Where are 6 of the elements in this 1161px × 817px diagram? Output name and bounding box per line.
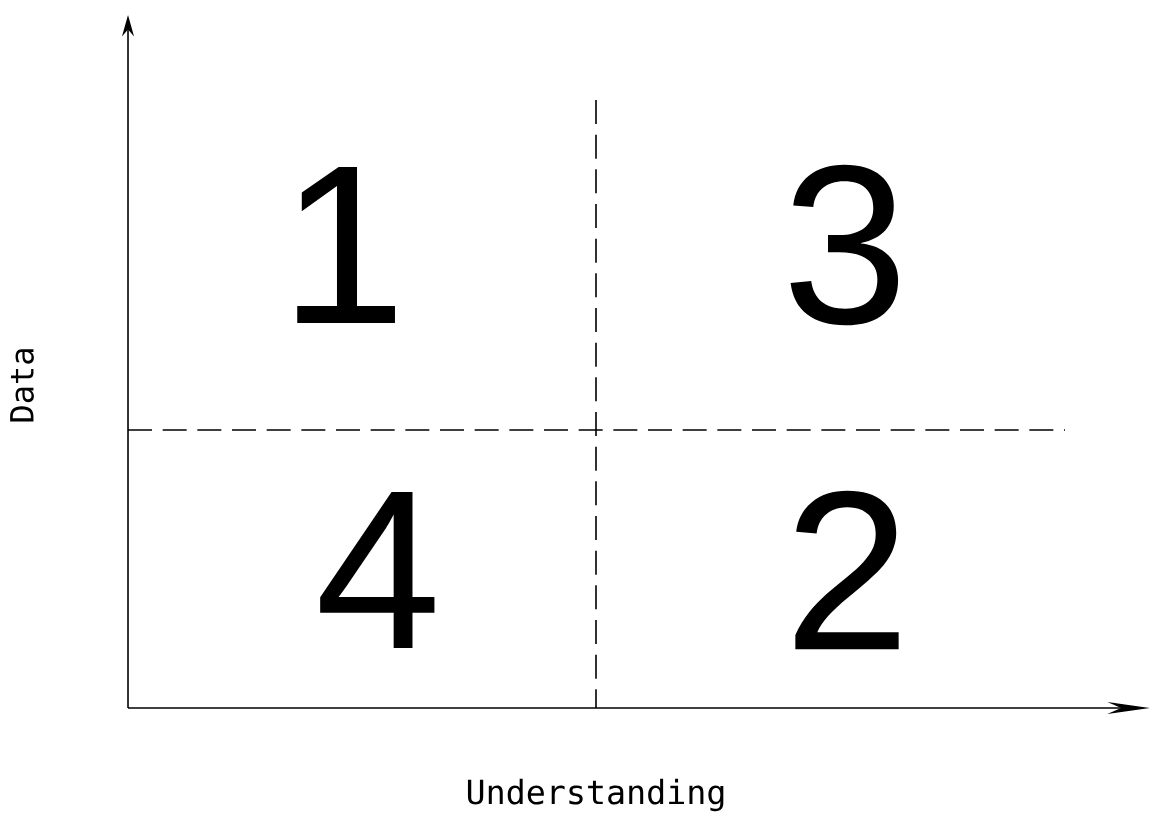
quadrant-number: 3	[790, 164, 899, 326]
quadrant-number: 4	[320, 492, 435, 648]
quadrant-number: 2	[795, 490, 899, 650]
axis-label: Data	[10, 349, 34, 422]
quadrant-number: 1	[297, 167, 395, 323]
axis-label: Understanding	[467, 778, 724, 812]
